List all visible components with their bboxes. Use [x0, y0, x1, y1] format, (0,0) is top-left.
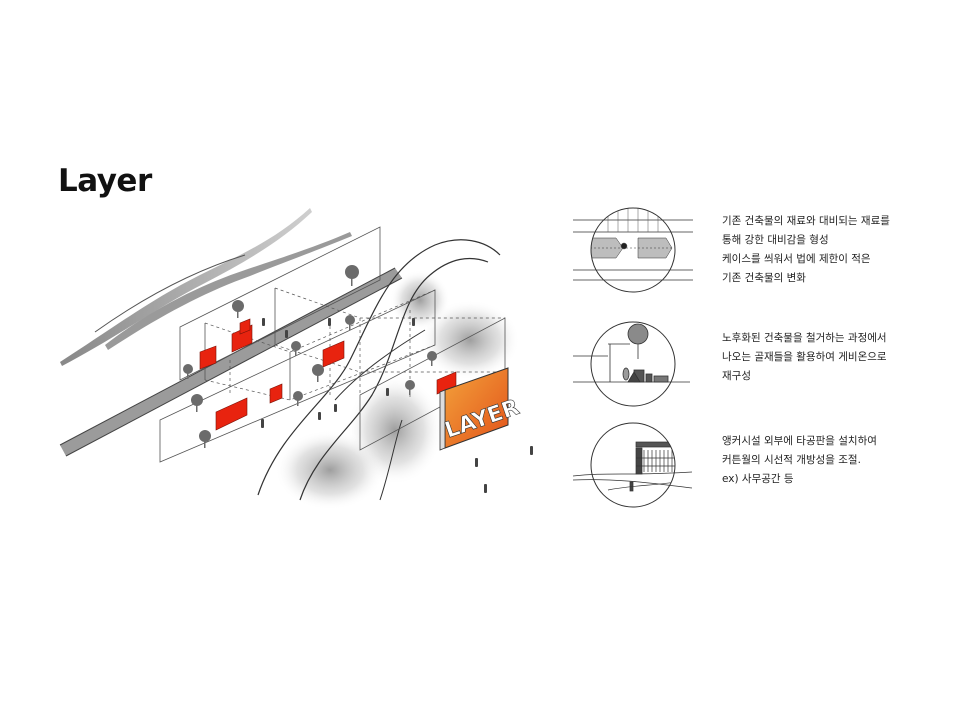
- people-figures: [261, 318, 533, 493]
- caption-line: 기존 건축물의 변화: [722, 272, 806, 284]
- detail-1-caption: 기존 건축물의 재료와 대비되는 재료를 통해 강한 대비감을 형성 케이스를 …: [722, 212, 890, 288]
- caption-line: 재구성: [722, 370, 751, 382]
- tree-group: [183, 265, 437, 448]
- detail-3-caption: 앵커시설 외부에 타공판을 설치하여 커튼월의 시선적 개방성을 조절. ex)…: [722, 432, 877, 489]
- red-panel-group: [199, 318, 457, 431]
- page-title: Layer: [58, 163, 152, 199]
- caption-line: ex) 사무공간 등: [722, 473, 794, 485]
- caption-line: 커튼월의 시선적 개방성을 조절.: [722, 454, 861, 466]
- caption-line: 앵커시설 외부에 타공판을 설치하여: [722, 435, 877, 447]
- terrain-ridge: [60, 208, 352, 366]
- perforated-panel-curtain-wall-detail: [572, 422, 693, 508]
- caption-line: 기존 건축물의 재료와 대비되는 재료를: [722, 215, 890, 227]
- caption-line: 케이스를 씌워서 법에 제한이 적은: [722, 253, 871, 265]
- caption-line: 나오는 골재들을 활용하여 게비온으로: [722, 351, 887, 363]
- caption-line: 통해 강한 대비감을 형성: [722, 234, 829, 246]
- axonometric-layer-diagram: LAYER: [59, 208, 533, 510]
- caption-line: 노후화된 건축물을 철거하는 과정에서: [722, 332, 887, 344]
- valley-shading: [257, 239, 520, 510]
- detail-2-caption: 노후화된 건축물을 철거하는 과정에서 나오는 골재들을 활용하여 게비온으로 …: [722, 329, 887, 386]
- reused-material-gabion-detail: [573, 321, 690, 407]
- case-over-existing-material-detail: [573, 207, 693, 293]
